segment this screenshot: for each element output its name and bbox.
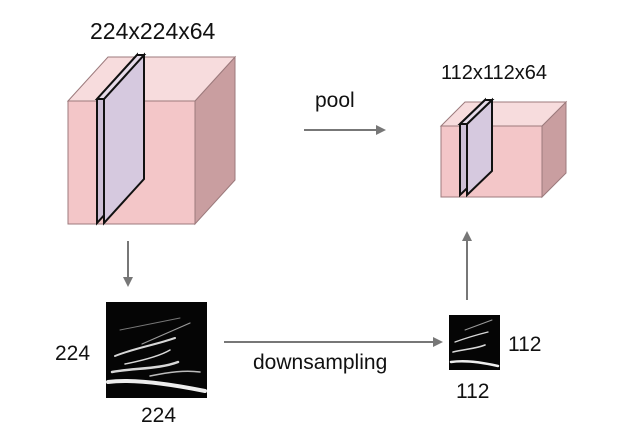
output-map-height-label: 112	[508, 333, 542, 356]
output-volume-cube	[439, 97, 568, 199]
pool-label: pool	[315, 89, 355, 112]
output-volume-size-label: 112x112x64	[441, 62, 548, 84]
input-map-height-label: 224	[55, 342, 91, 365]
output-activation-map	[449, 315, 500, 370]
downsampling-label: downsampling	[253, 351, 388, 374]
input-map-width-label: 224	[141, 404, 177, 427]
input-activation-map	[106, 302, 207, 398]
input-depth-slice	[94, 52, 147, 226]
output-map-width-label: 112	[456, 380, 490, 403]
input-volume-size-label: 224x224x64	[90, 18, 216, 44]
input-volume-cube	[66, 52, 237, 226]
output-depth-slice	[457, 97, 495, 198]
